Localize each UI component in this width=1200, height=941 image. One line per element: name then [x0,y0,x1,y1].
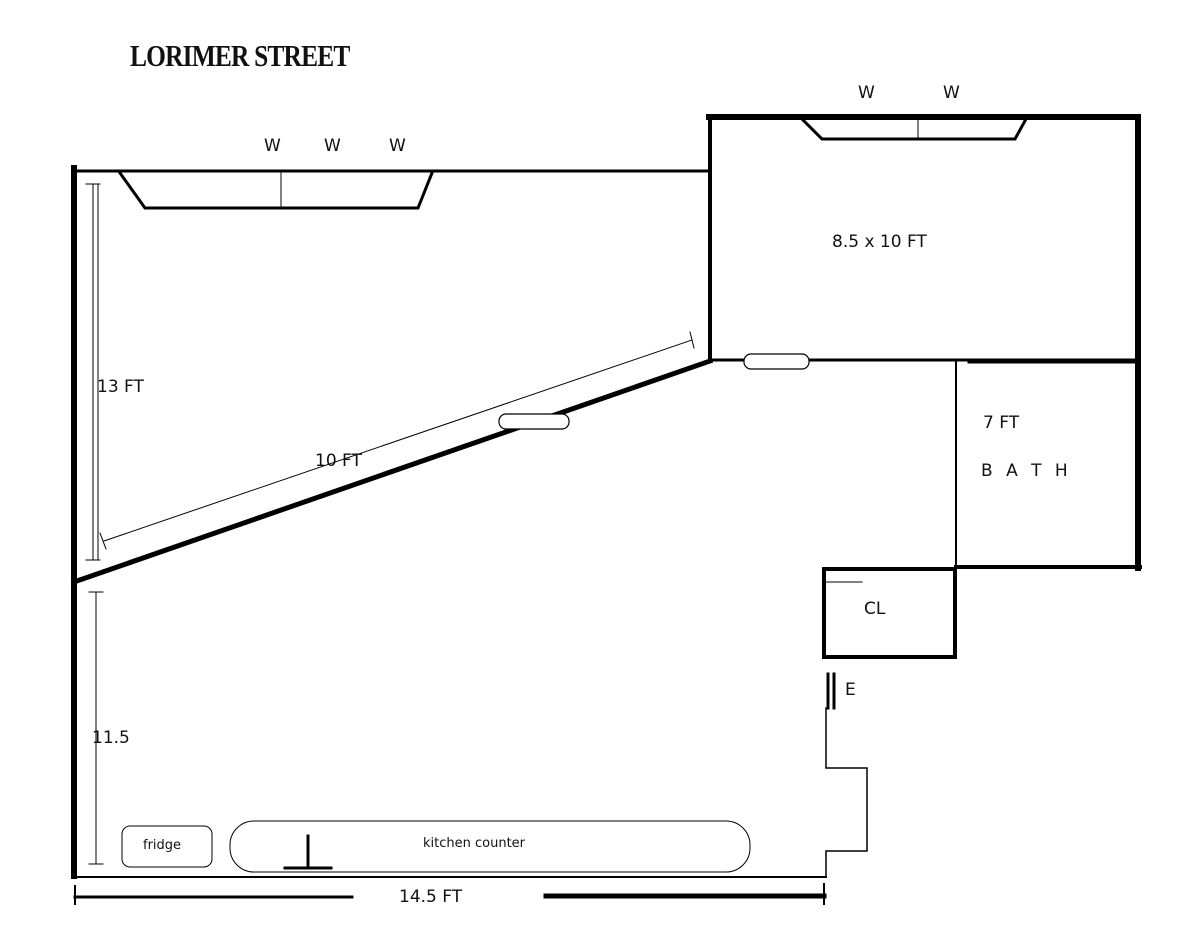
street-title: LORIMER STREET [130,38,350,73]
main-window-frame [117,170,434,210]
window-label-1: W [264,136,281,156]
left-upper-dimension-label: 13 FT [97,377,144,397]
closet-label: CL [864,599,886,619]
diagonal-dim-tick-b [689,331,695,349]
diagonal-dim [103,339,693,542]
kitchen-counter-label: kitchen counter [423,836,526,851]
left-lower-dimension-label: 11.5 [92,728,130,748]
window-label-2: W [324,136,341,156]
kitchen-counter-box [229,820,751,873]
closet-box [822,567,957,659]
diagonal-wall [70,357,714,586]
bath-name-label: B A T H [981,461,1072,481]
diagonal-dimension-label: 10 FT [315,451,362,471]
bath-size-label: 7 FT [983,413,1020,433]
bottom-dimension-label: 14.5 FT [399,887,463,907]
window-label-4: W [858,83,875,103]
fridge-box [121,825,213,868]
bedroom-window-frame [799,116,1029,141]
fridge-label: fridge [143,838,182,853]
diagonal-dim-tick-a [99,532,107,550]
bedroom-door [743,353,810,370]
window-label-3: W [389,136,406,156]
diagonal-door [498,413,570,430]
right-lower-wall [825,707,868,877]
window-label-5: W [943,83,960,103]
bedroom-size-label: 8.5 x 10 FT [832,232,927,252]
entrance-label: E [845,680,856,700]
